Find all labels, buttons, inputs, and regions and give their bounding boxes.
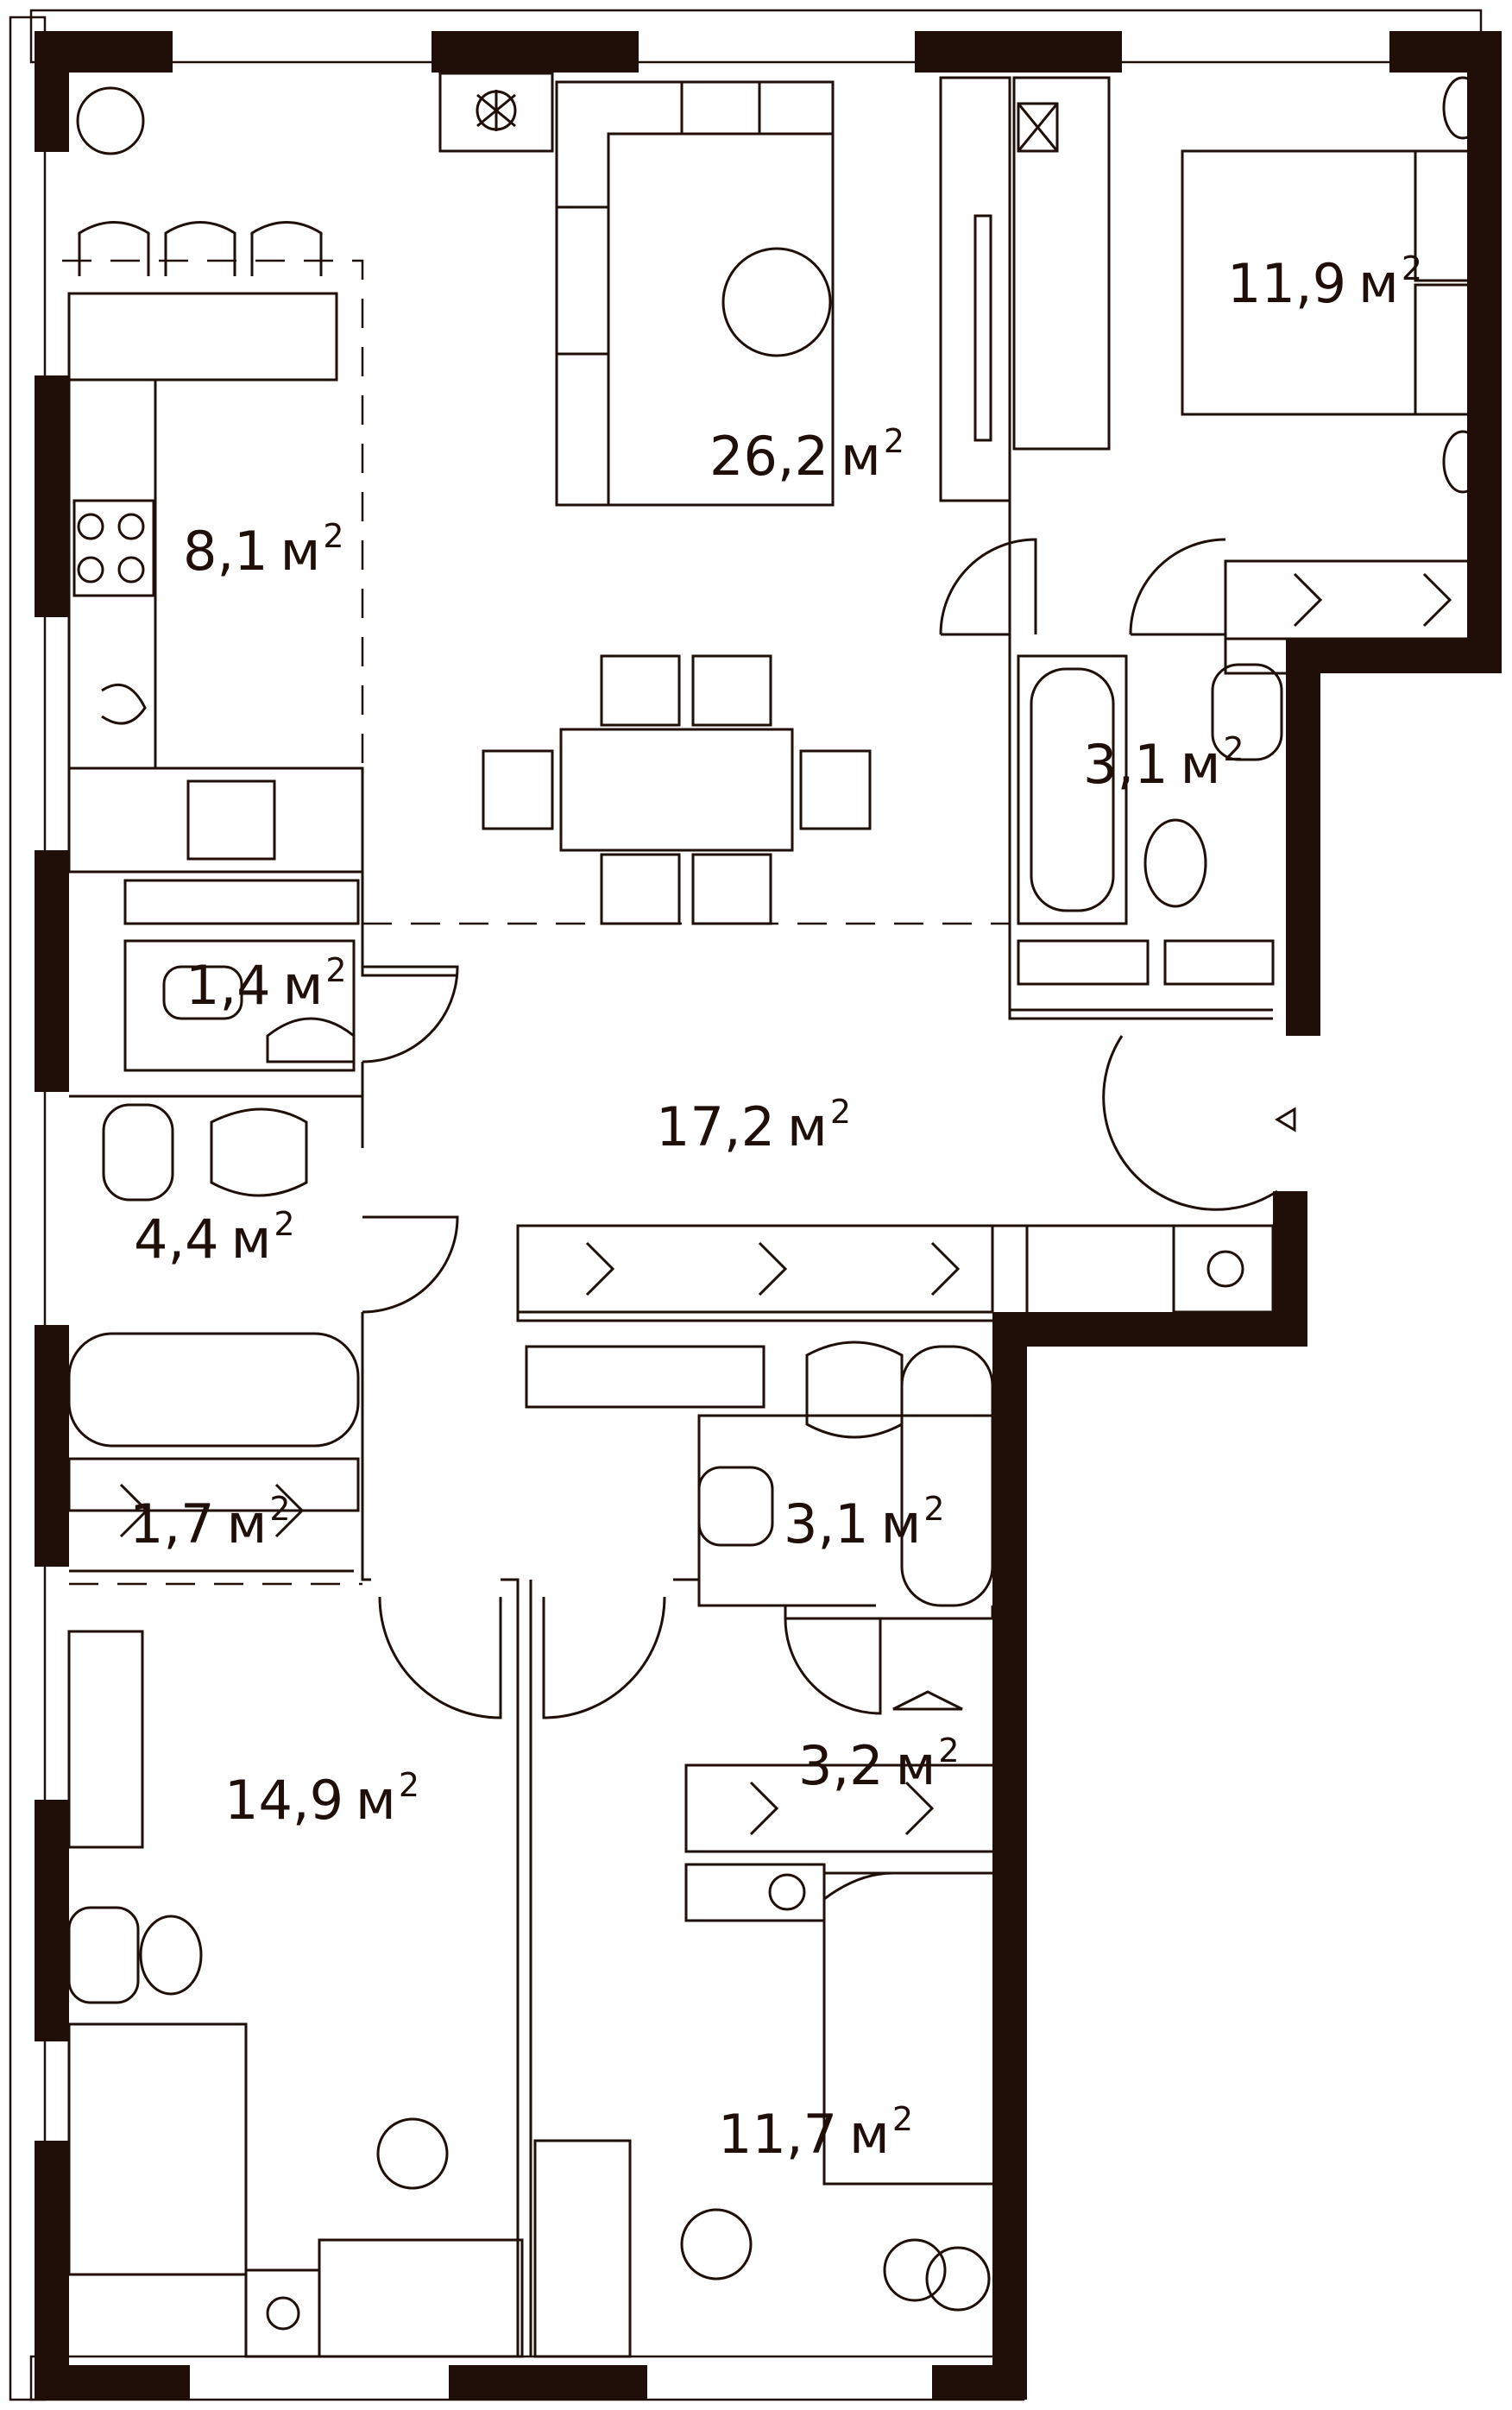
bathroom3-fixtures [525, 1341, 994, 1607]
dining-set [482, 654, 872, 925]
closet1-fixtures [119, 1483, 305, 1538]
wc-fixtures [123, 879, 360, 1072]
bar-stools [78, 221, 323, 276]
kitchen-furniture [67, 221, 364, 874]
zone-separators [62, 259, 1010, 1586]
door-swing-icon [362, 538, 1278, 1719]
window-frames [9, 9, 1483, 2401]
bedroom3-furniture [533, 1863, 999, 2358]
closet2-fixtures [684, 1690, 999, 1853]
interior-walls [69, 501, 1286, 2356]
sun-icon [76, 86, 991, 2312]
exterior-walls [35, 31, 1502, 2400]
bedroom1-furniture [1181, 76, 1484, 640]
bedroom2-furniture [67, 1630, 524, 2358]
bathroom2-fixtures [67, 1103, 360, 1512]
hall-wardrobe [516, 1107, 1296, 1322]
bathroom1-fixtures [1017, 654, 1283, 986]
living-furniture [438, 72, 1111, 925]
plant-icon [438, 72, 554, 153]
